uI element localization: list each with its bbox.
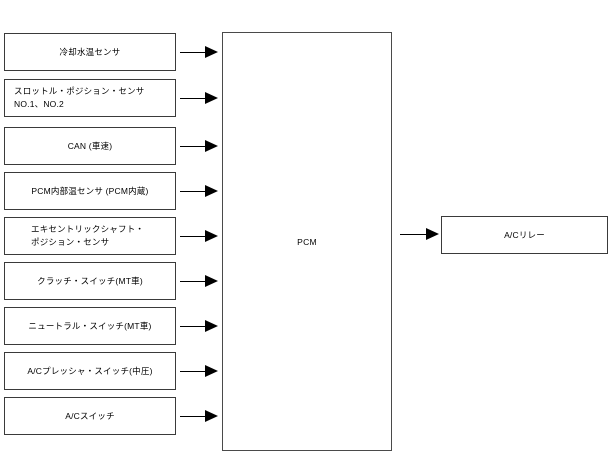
output-box-ac-relay: A/Cリレー: [441, 216, 608, 254]
arrow-to-pcm-4: [180, 184, 218, 198]
arrow-head: [205, 45, 218, 58]
arrow-head: [205, 409, 218, 422]
input-box-label: A/Cプレッシャ・スイッチ(中圧): [27, 365, 153, 376]
arrow-shaft: [180, 370, 205, 372]
input-box-label: 冷却水温センサ: [59, 46, 121, 57]
arrow-shaft: [180, 325, 205, 327]
input-box-ac-switch: A/Cスイッチ: [4, 397, 176, 435]
arrow-shaft: [180, 235, 205, 237]
arrow-shaft: [180, 145, 205, 147]
arrow-to-pcm-2: [180, 91, 218, 105]
arrow-to-pcm-3: [180, 139, 218, 153]
arrow-to-pcm-1: [180, 45, 218, 59]
input-box-ac-pressure-switch: A/Cプレッシャ・スイッチ(中圧): [4, 352, 176, 390]
arrow-shaft: [180, 97, 205, 99]
arrow-shaft: [180, 190, 205, 192]
arrow-head: [426, 228, 439, 240]
arrow-to-pcm-5: [180, 229, 218, 243]
input-box-pcm-internal-temp-sensor: PCM内部温センサ (PCM内蔵): [4, 172, 176, 210]
arrow-shaft: [180, 51, 205, 53]
input-box-label: エキセントリックシャフト・ ポジション・センサ: [31, 224, 145, 247]
arrow-shaft: [180, 280, 205, 282]
arrow-head: [205, 319, 218, 332]
arrow-head: [205, 184, 218, 197]
arrow-to-pcm-6: [180, 274, 218, 288]
input-box-coolant-temp-sensor: 冷却水温センサ: [4, 33, 176, 71]
arrow-shaft: [180, 415, 205, 417]
arrow-shaft: [400, 234, 426, 236]
input-box-label: CAN (車速): [67, 140, 113, 151]
arrow-to-pcm-8: [180, 364, 218, 378]
arrow-head: [205, 139, 218, 152]
input-box-throttle-position-sensor: スロットル・ポジション・センサ NO.1、NO.2: [4, 79, 176, 117]
output-box-label: A/Cリレー: [504, 229, 545, 240]
input-box-label: ニュートラル・スイッチ(MT車): [28, 320, 152, 331]
input-box-can-vehicle-speed: CAN (車速): [4, 127, 176, 165]
arrow-head: [205, 91, 218, 104]
input-box-eccentric-shaft-position-sensor: エキセントリックシャフト・ ポジション・センサ: [4, 217, 176, 255]
input-box-clutch-switch: クラッチ・スイッチ(MT車): [4, 262, 176, 300]
arrow-pcm-to-ac-relay: [400, 228, 440, 241]
input-box-label: A/Cスイッチ: [65, 410, 115, 421]
arrow-head: [205, 229, 218, 242]
arrow-to-pcm-9: [180, 409, 218, 423]
arrow-to-pcm-7: [180, 319, 218, 333]
arrow-head: [205, 364, 218, 377]
input-box-neutral-switch: ニュートラル・スイッチ(MT車): [4, 307, 176, 345]
input-box-label: スロットル・ポジション・センサ NO.1、NO.2: [14, 86, 145, 109]
pcm-label: PCM: [297, 236, 317, 247]
arrow-head: [205, 274, 218, 287]
input-box-label: PCM内部温センサ (PCM内蔵): [31, 185, 149, 196]
pcm-block: PCM: [222, 32, 392, 451]
input-box-label: クラッチ・スイッチ(MT車): [37, 275, 143, 286]
